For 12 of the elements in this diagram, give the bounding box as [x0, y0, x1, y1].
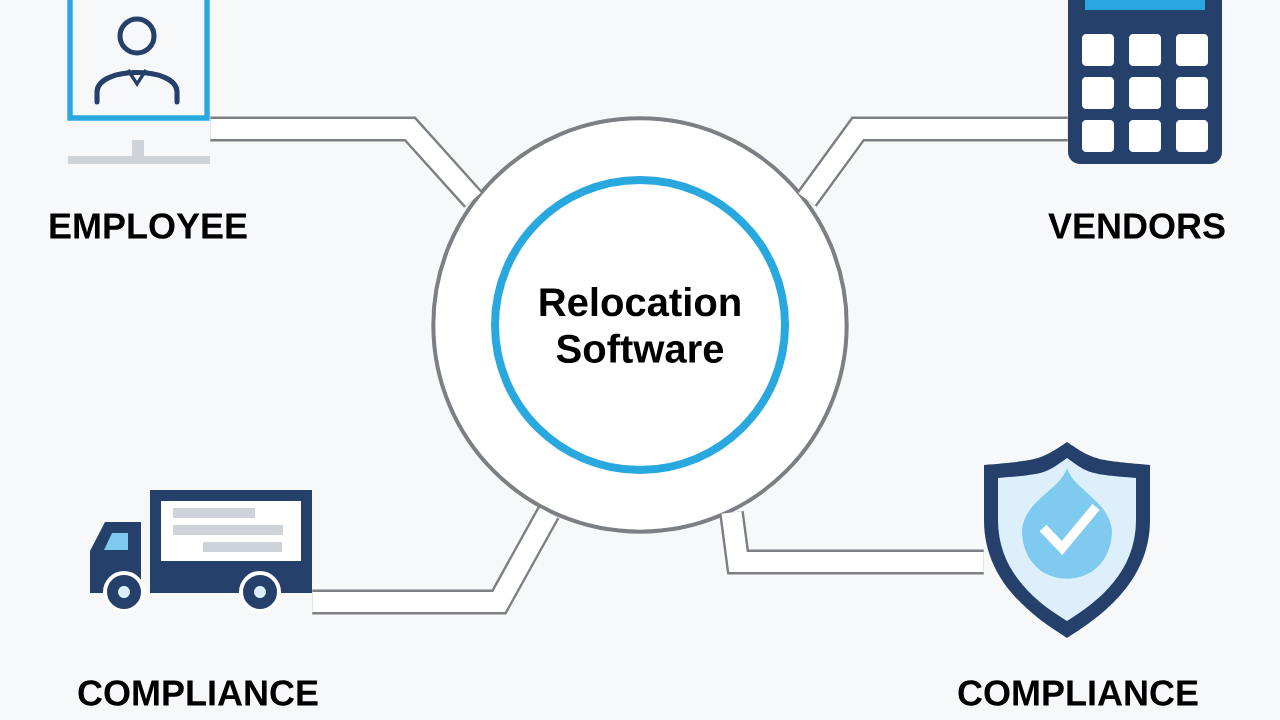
connector [210, 116, 483, 208]
connector [796, 116, 1068, 207]
connector [312, 506, 560, 615]
monitor-icon [67, 0, 210, 164]
calculator-icon [1068, 0, 1222, 164]
shield-icon [984, 442, 1150, 638]
truck-icon [90, 490, 312, 613]
icon-caption: COMPLIANCE [78, 680, 318, 706]
connector [719, 510, 984, 575]
icon-caption: VENDORS [1048, 213, 1225, 239]
icon-caption: EMPLOYEE [50, 213, 247, 239]
icon-caption: COMPLIANCE [958, 680, 1198, 706]
